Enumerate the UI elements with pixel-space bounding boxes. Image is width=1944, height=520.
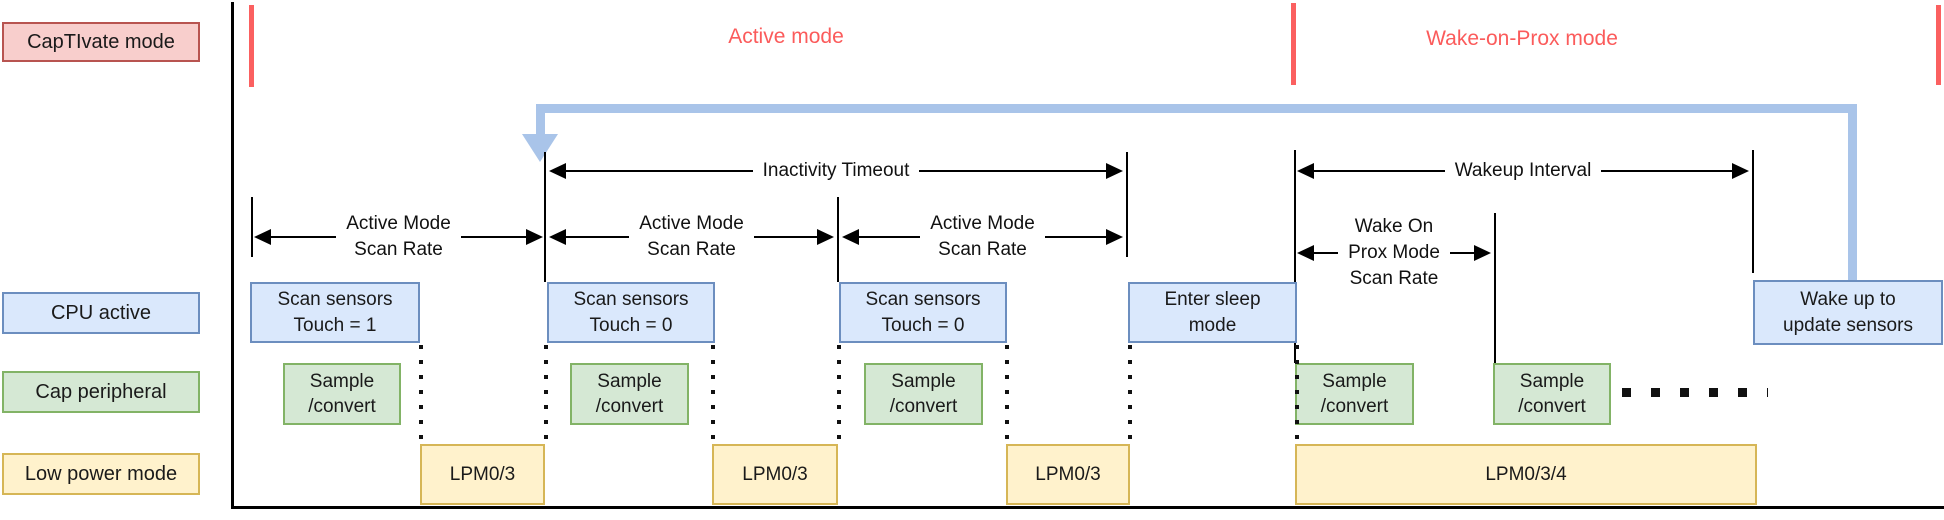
- arrow-right-icon: [1732, 163, 1749, 179]
- y-axis-line: [231, 2, 234, 509]
- dotted-connector-2: [544, 345, 548, 444]
- dotted-continuation-line: [1622, 388, 1768, 397]
- lpm-box-3: LPM0/3: [1006, 444, 1130, 505]
- dotted-connector-1: [419, 345, 423, 444]
- boundary-scan2: [544, 152, 546, 282]
- tick-scan1-start: [251, 197, 253, 257]
- dim-inactivity-timeout: Inactivity Timeout: [549, 158, 1123, 184]
- loop-arrow-horizontal: [536, 104, 1857, 113]
- wake-on-prox-mode-title: Wake-on-Prox mode: [1426, 27, 1618, 50]
- sample-convert-box-3: Sample/convert: [864, 363, 983, 425]
- active-mode-title: Active mode: [728, 25, 844, 48]
- lpm-box-wake-on-prox: LPM0/3/4: [1295, 444, 1757, 505]
- arrow-left-icon: [549, 229, 566, 245]
- arrow-right-icon: [1106, 163, 1123, 179]
- boundary-scan3: [837, 197, 839, 282]
- lpm-box-1: LPM0/3: [420, 444, 545, 505]
- mode-boundary-tick-start: [249, 5, 254, 87]
- loop-arrow-left-stem: [536, 104, 545, 136]
- dotted-connector-3: [711, 345, 715, 444]
- dotted-connector-7: [1295, 345, 1299, 444]
- arrow-left-icon: [254, 229, 271, 245]
- dotted-connector-4: [837, 345, 841, 444]
- loop-arrow-right-stem: [1848, 104, 1857, 281]
- wakeup-interval-label: Wakeup Interval: [1454, 160, 1592, 181]
- sample-convert-box-1: Sample/convert: [283, 363, 401, 425]
- mode-boundary-tick-middle: [1291, 3, 1296, 85]
- boundary-wakeup-start: [1294, 150, 1296, 363]
- legend-captivate-mode: CapTIvate mode: [2, 22, 200, 62]
- boundary-prox-sample2: [1494, 213, 1496, 363]
- dim-wakeup-interval: Wakeup Interval: [1297, 158, 1749, 184]
- legend-cap-peripheral: Cap peripheral: [2, 371, 200, 413]
- dotted-connector-6: [1128, 345, 1132, 444]
- boundary-wakeup-end: [1752, 150, 1754, 273]
- mode-boundary-tick-end: [1936, 5, 1941, 85]
- arrow-left-icon: [1297, 163, 1314, 179]
- arrow-right-icon: [1106, 229, 1124, 245]
- legend-low-power-mode: Low power mode: [2, 453, 200, 495]
- sample-convert-box-5: Sample/convert: [1493, 363, 1611, 425]
- arrow-right-icon: [1474, 245, 1491, 261]
- arrow-left-icon: [1297, 245, 1314, 261]
- boundary-sleep: [1126, 152, 1128, 257]
- x-axis-line: [231, 506, 1944, 509]
- sample-convert-box-4: Sample/convert: [1295, 363, 1414, 425]
- sample-convert-box-2: Sample/convert: [570, 363, 689, 425]
- arrow-left-icon: [842, 229, 859, 245]
- loop-arrow-down-head-icon: [522, 134, 558, 162]
- lpm-box-2: LPM0/3: [712, 444, 838, 505]
- inactivity-timeout-label: Inactivity Timeout: [762, 160, 910, 181]
- arrow-right-icon: [817, 229, 835, 245]
- legend-cpu-active: CPU active: [2, 292, 200, 334]
- arrow-left-icon: [549, 163, 566, 179]
- dotted-connector-5: [1005, 345, 1009, 444]
- arrow-right-icon: [526, 229, 544, 245]
